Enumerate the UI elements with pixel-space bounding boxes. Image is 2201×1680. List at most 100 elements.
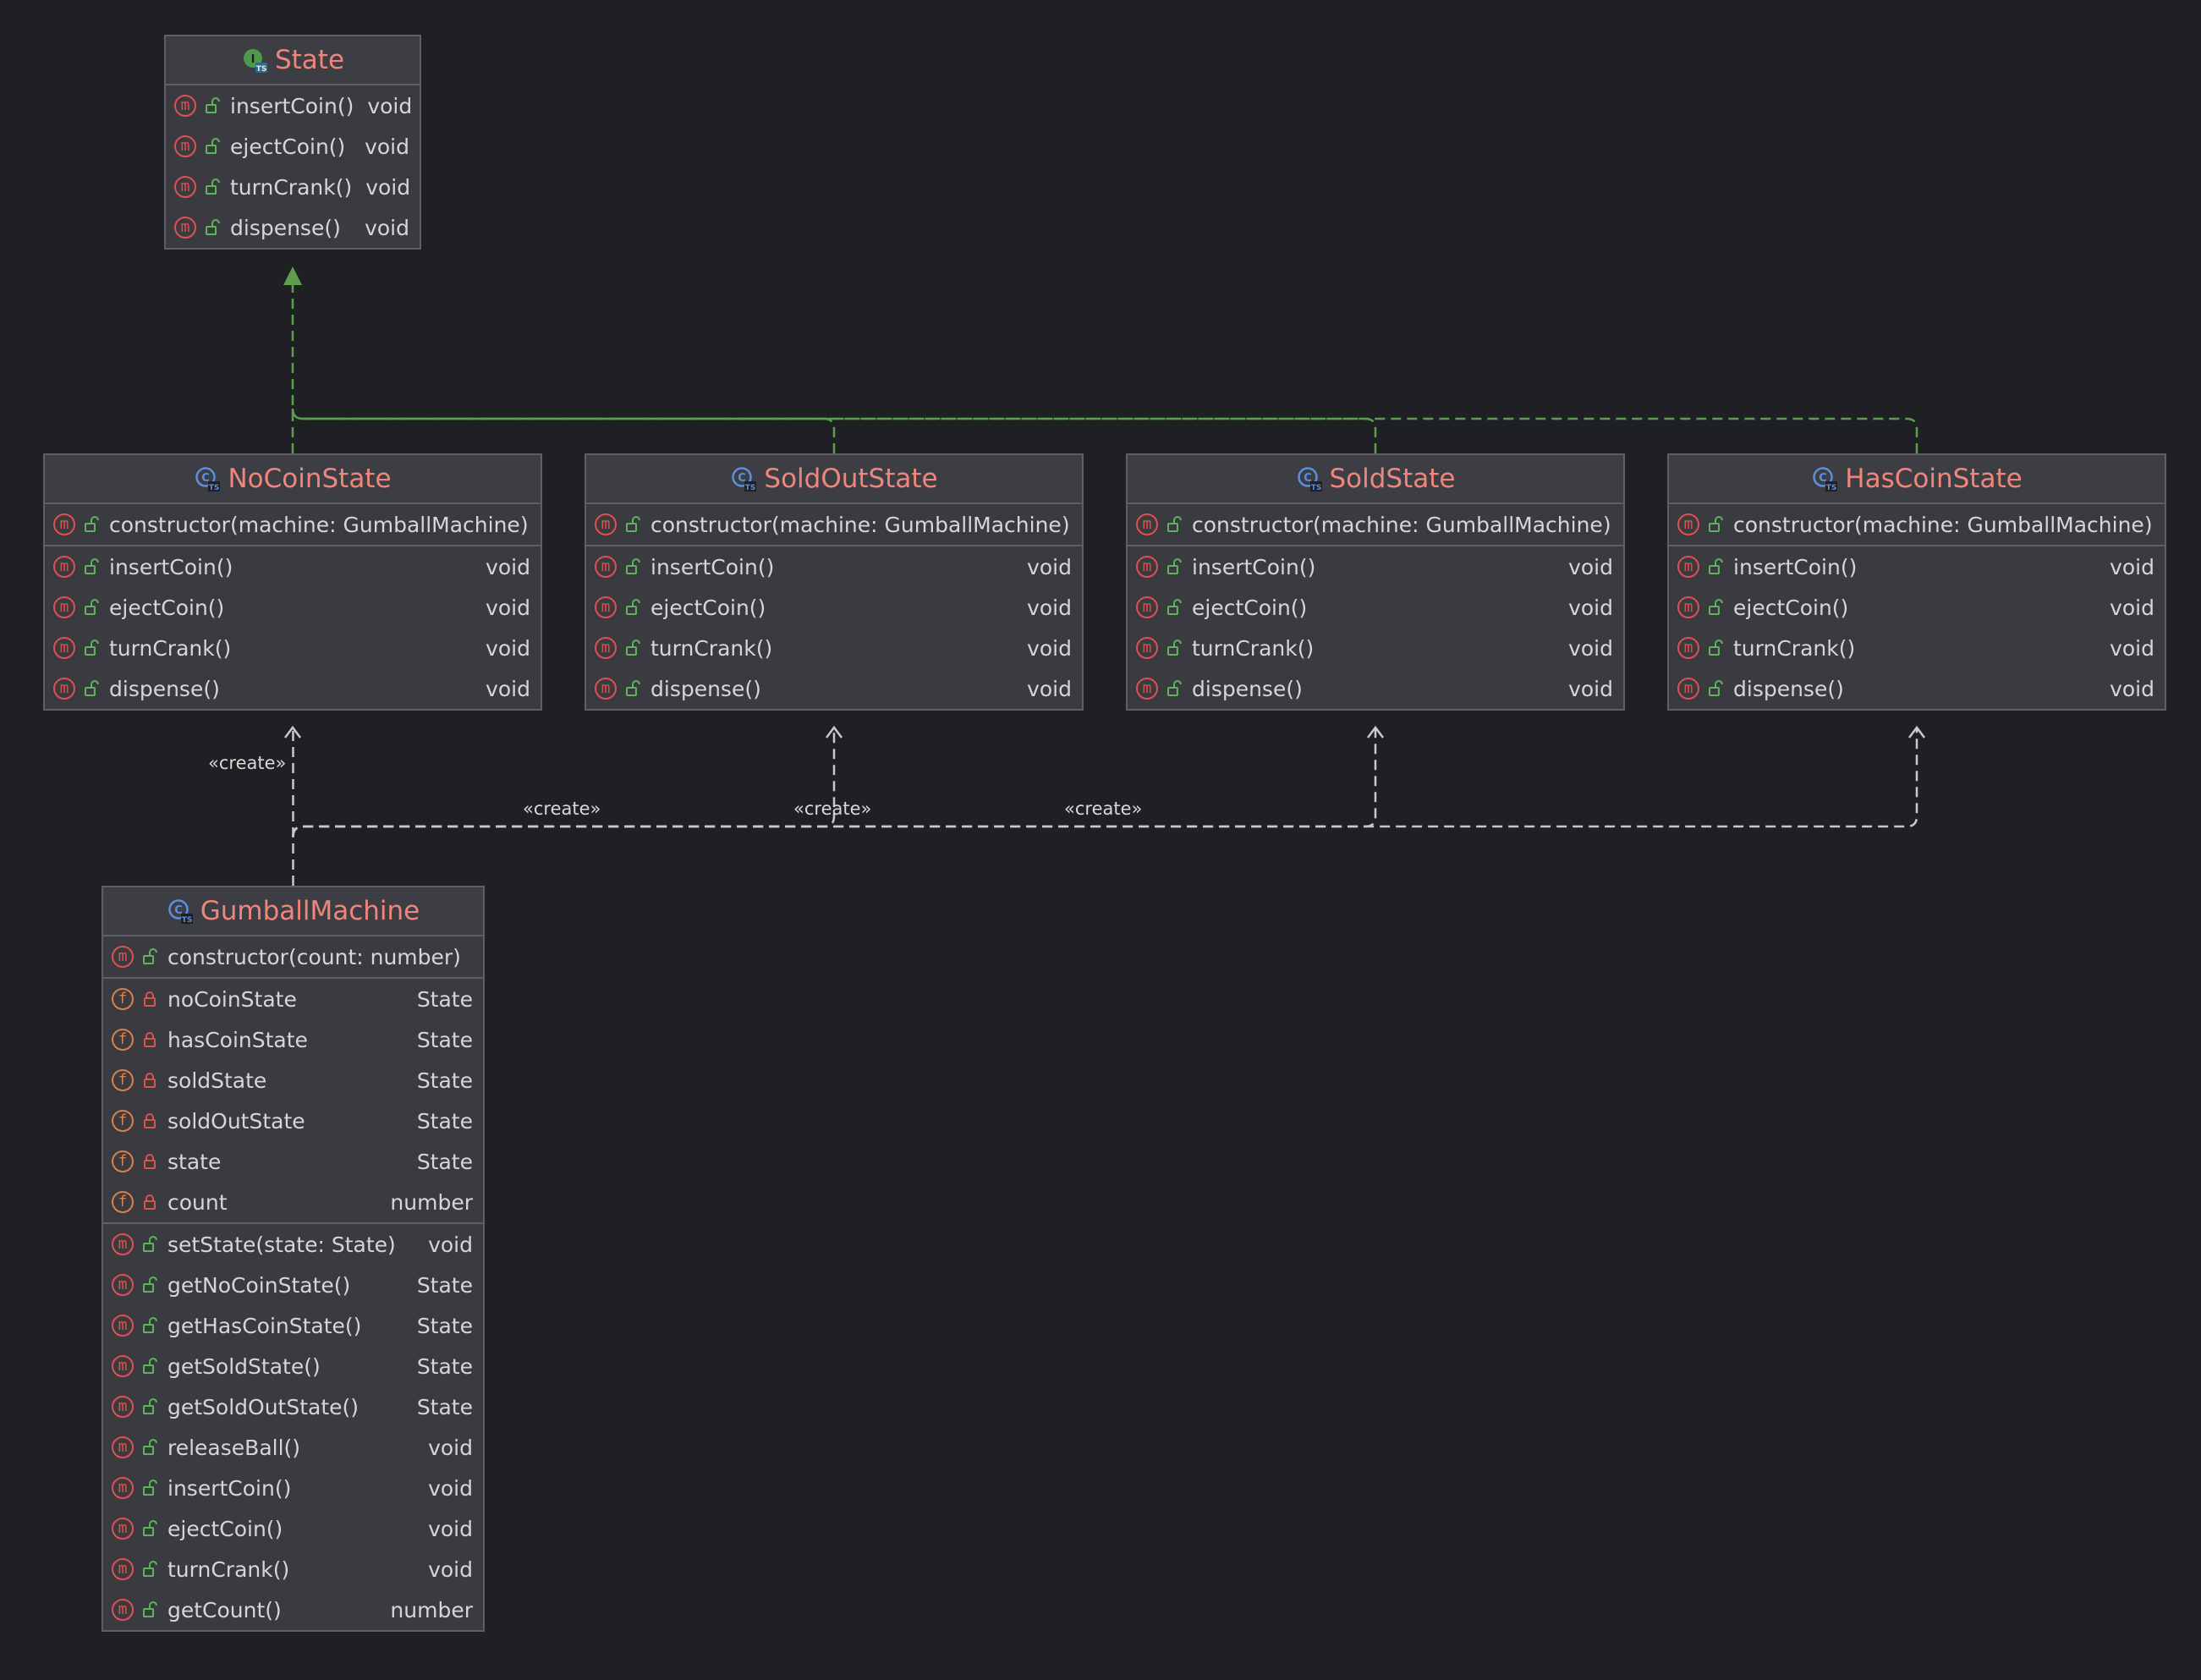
member-type: void (2110, 676, 2154, 701)
unlock-icon (134, 1520, 167, 1537)
member-name: soldState (167, 1068, 267, 1093)
create-edge-label: «create» (1064, 799, 1143, 819)
field-icon: f (112, 1029, 134, 1051)
member-name: constructor(machine: GumballMachine) (650, 512, 1070, 537)
member-type: void (486, 635, 530, 661)
member-type: void (486, 554, 530, 579)
member-type: void (428, 1435, 473, 1460)
method-icon: m (1136, 556, 1158, 578)
method-icon: m (1136, 637, 1158, 659)
node-title: HasCoinState (1845, 464, 2023, 494)
method-icon: m (1136, 513, 1158, 535)
member-name: constructor(machine: GumballMachine) (1192, 512, 1611, 537)
member-type: void (1027, 635, 1072, 661)
method-icon: m (53, 513, 75, 535)
member-name: getNoCoinState() (167, 1272, 351, 1298)
field-icon: f (112, 1069, 134, 1091)
member-type: State (416, 1394, 473, 1419)
method-row[interactable]: m constructor(machine: GumballMachine) (1128, 504, 1623, 545)
member-name: constructor(count: number) (167, 944, 461, 969)
unlock-icon (134, 1480, 167, 1496)
unlock-icon (134, 1439, 167, 1456)
unlock-icon (1158, 599, 1192, 616)
unlock-icon (1699, 680, 1733, 697)
method-icon: m (174, 176, 196, 198)
member-name: turnCrank() (1192, 635, 1315, 661)
member-type: void (428, 1232, 473, 1257)
unlock-icon (617, 680, 650, 697)
field-icon: f (112, 988, 134, 1010)
member-name: insertCoin() (650, 554, 775, 579)
member-name: ejectCoin() (230, 134, 346, 159)
member-name: turnCrank() (167, 1556, 290, 1582)
method-icon: m (1677, 556, 1699, 578)
member-type: void (428, 1556, 473, 1582)
unlock-icon (134, 1276, 167, 1293)
method-icon: m (112, 1396, 134, 1418)
method-icon: m (1136, 596, 1158, 618)
method-icon: m (53, 637, 75, 659)
field-icon: f (112, 1191, 134, 1213)
create-arrowhead (1908, 725, 1925, 738)
node-title: SoldOutState (764, 464, 938, 494)
create-edge-label: «create» (793, 799, 872, 819)
create-edge-label: «create» (208, 753, 287, 773)
field-row[interactable]: f count number (103, 1182, 483, 1222)
member-name: count (167, 1189, 228, 1215)
method-icon: m (595, 556, 617, 578)
method-icon: m (1677, 637, 1699, 659)
member-type: number (390, 1189, 473, 1215)
method-icon: m (174, 217, 196, 239)
